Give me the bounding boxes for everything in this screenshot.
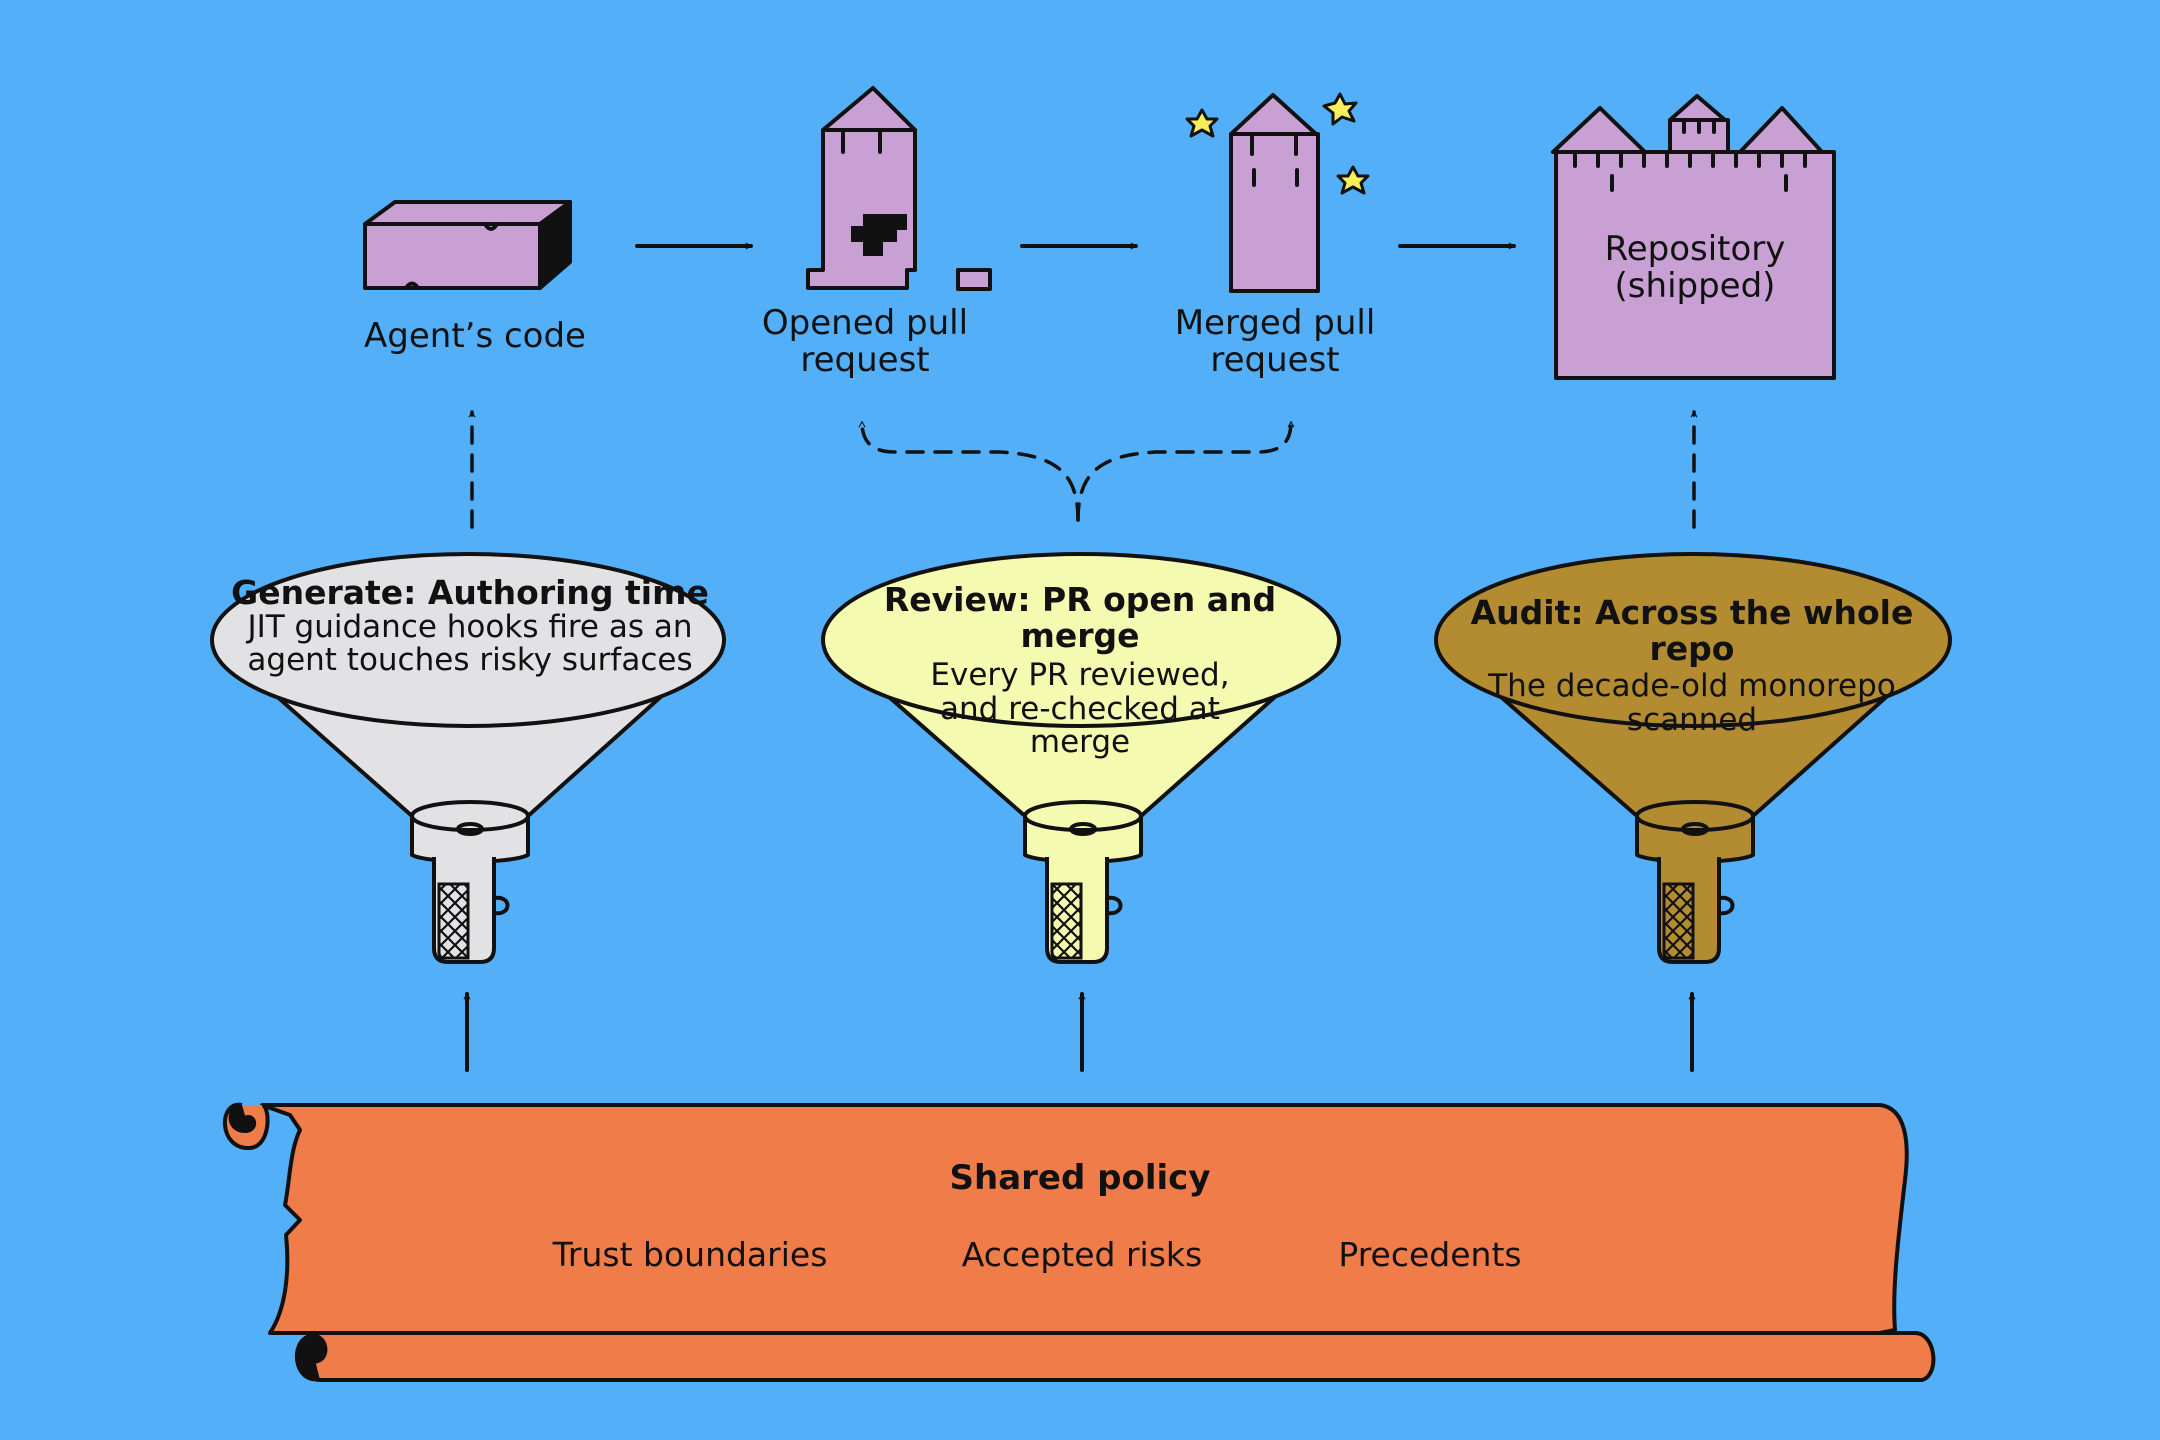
- funnel-title-generate: Generate: Authoring time: [231, 573, 709, 612]
- policy-item-trust-boundaries: Trust boundaries: [552, 1235, 828, 1274]
- funnel-title-audit: Audit: Across the whole repo: [1470, 593, 1914, 668]
- stage-label-agents-code: Agent’s code: [364, 316, 586, 356]
- damaged-tower-icon: [806, 86, 992, 291]
- funnel-text-review: Review: PR open and merge Every PR revie…: [830, 582, 1330, 760]
- policy-arrows: [463, 992, 1696, 1072]
- funnel-audit: [1434, 552, 1952, 964]
- funnel-review: [821, 552, 1341, 964]
- scroll-icon: [222, 1102, 1936, 1382]
- castle-icon: [1551, 94, 1836, 380]
- stage-label-merged-pr: Merged pull request: [1174, 303, 1376, 380]
- funnel-generate: [210, 552, 726, 964]
- funnel-desc-review: Every PR reviewed, and re-checked at mer…: [930, 657, 1230, 761]
- funnel-desc-generate: JIT guidance hooks fire as an agent touc…: [247, 608, 693, 679]
- funnel-text-generate: Generate: Authoring time JIT guidance ho…: [220, 575, 720, 678]
- tower-with-stars-icon: [1185, 92, 1370, 293]
- funnel-text-audit: Audit: Across the whole repo The decade-…: [1442, 595, 1942, 737]
- stage-label-repository: Repository (shipped): [1604, 229, 1786, 306]
- funnel-desc-audit: The decade-old monorepo scanned: [1488, 668, 1896, 738]
- dashed-arrow-review-merged: [1076, 420, 1295, 522]
- dashed-arrow-review-opened: [858, 420, 1080, 522]
- policy-title: Shared policy: [949, 1158, 1211, 1198]
- code-block-icon: [363, 200, 572, 290]
- dashed-arrows: [468, 410, 1698, 529]
- funnel-title-review: Review: PR open and merge: [883, 580, 1277, 655]
- policy-item-accepted-risks: Accepted risks: [961, 1235, 1203, 1274]
- stage-label-opened-pr: Opened pull request: [761, 303, 969, 380]
- policy-item-precedents: Precedents: [1338, 1235, 1522, 1274]
